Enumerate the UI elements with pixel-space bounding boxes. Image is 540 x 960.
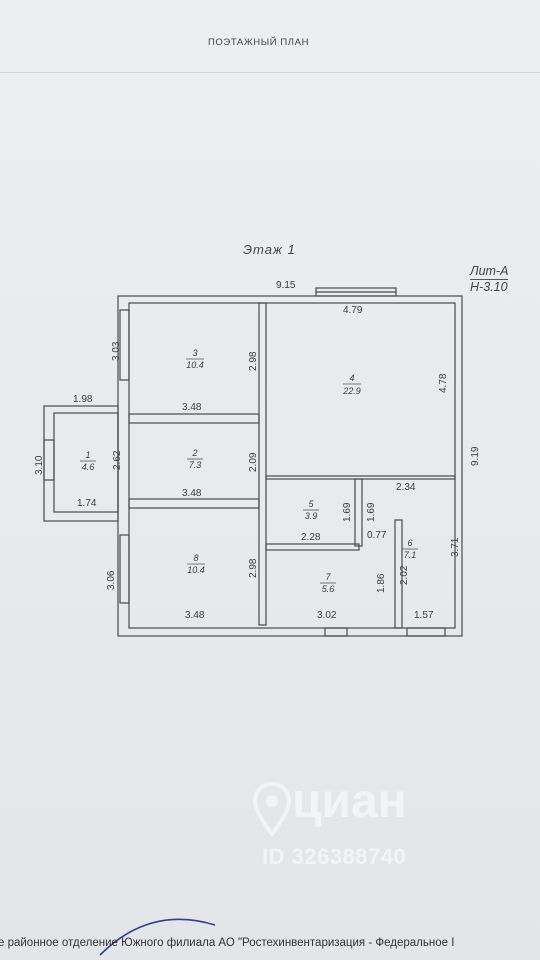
window-room8 [119,534,130,604]
watermark-id: ID 326388740 [262,844,407,869]
room-8-number: 8 [193,553,198,563]
dim-top-total: 9.15 [276,280,296,291]
dim-room6-gap: 0.77 [367,530,387,541]
room-7-number: 7 [325,572,331,582]
dim-room5-right: 1.69 [342,502,353,522]
wall-vertical-main [258,302,267,626]
dim-room8-bottom: 3.48 [185,610,205,621]
room-4-area: 22.9 [342,386,361,396]
dim-room1-bottom: 1.74 [77,498,97,509]
document-footer: е районное отделение Южного филиала АО "… [0,937,455,949]
wall-2-8 [128,498,260,509]
lit-line-2: Н-3.10 [470,280,508,294]
room-5-number: 5 [308,499,314,509]
dim-room1-left: 3.10 [34,455,45,475]
dim-room8-right: 2.98 [248,558,259,578]
dim-room3-bottom: 3.48 [182,402,202,413]
dim-room3-left: 3.03 [111,341,122,361]
room-2-area: 7.3 [189,460,202,470]
dim-room2-right: 2.09 [248,452,259,472]
window-room6 [406,627,446,637]
dim-room7-bottom: 3.02 [317,610,337,621]
dim-room6-top: 2.34 [396,482,416,493]
dim-room4-right: 4.78 [438,373,449,393]
outer-wall-outer [117,295,463,637]
room-5-area: 3.9 [305,511,318,521]
dim-room6-right: 3.71 [450,537,461,557]
stamp-arc [99,918,216,956]
room-7-area: 5.6 [322,584,335,594]
room-6-area: 7.1 [404,550,417,560]
dim-room5-divider: 1.69 [366,502,377,522]
room-8-area: 10.4 [187,565,205,575]
dim-room2-bottom: 3.48 [182,488,202,499]
dim-room5-bottom: 2.28 [301,532,321,543]
dim-room6-left: 2.02 [399,565,410,585]
dim-room1-top: 1.98 [73,394,93,405]
room-3-area: 10.4 [186,360,204,370]
room-2-number: 2 [191,448,197,458]
dim-room7-right: 1.86 [376,573,387,593]
room-1-area: 4.6 [82,462,95,472]
wall-5-7 [265,543,360,551]
dim-room2-left: 2.62 [112,450,123,470]
dim-room6-bottom: 1.57 [414,610,434,621]
paper-fold-line [0,72,540,73]
lit-line-1: Лит-А [470,264,509,280]
dim-room4-top: 4.79 [343,305,363,316]
document-header: ПОЭТАЖНЫЙ ПЛАН [208,37,310,48]
room-1-number: 1 [85,450,90,460]
dim-room8-left: 3.06 [106,570,117,590]
dim-room3-right: 2.98 [248,351,259,371]
room-6-number: 6 [407,538,412,548]
watermark-brand: циан [292,775,407,828]
dim-right-total: 9.19 [470,446,481,466]
window-room3 [119,309,130,381]
wall-7-6 [394,519,403,629]
wall-5-6 [354,478,363,547]
room-3-number: 3 [192,348,197,358]
window-room1 [43,439,55,481]
wall-3-2 [128,413,260,424]
lit-label: Лит-А Н-3.10 [470,264,509,295]
floor-label: Этаж 1 [243,242,296,257]
room-4-number: 4 [349,373,354,383]
location-pin-icon [252,782,292,838]
window-room7 [324,627,348,637]
outer-wall-inner [128,302,456,629]
